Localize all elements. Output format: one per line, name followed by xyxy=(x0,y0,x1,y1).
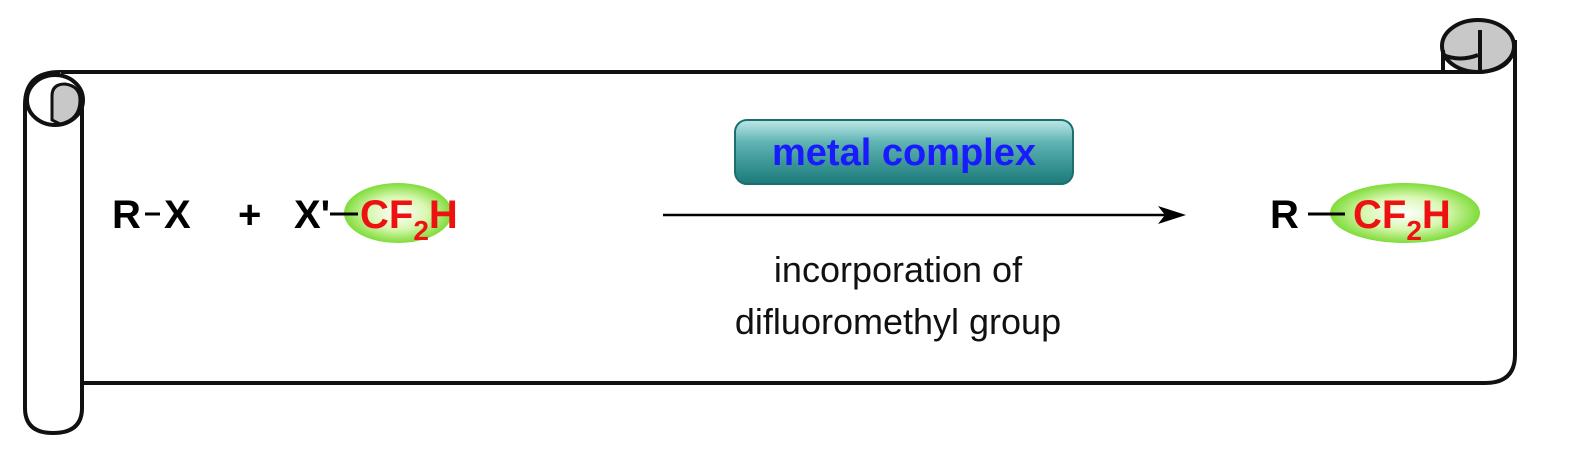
reagent-label: metal complex xyxy=(772,132,1036,174)
scroll-frame xyxy=(23,18,1517,436)
plus-sign: + xyxy=(238,193,261,237)
reagent-badge xyxy=(734,119,1074,185)
arrow-caption-line1: incorporation of xyxy=(774,249,1023,290)
reactant1-r: R xyxy=(112,193,141,237)
cf2h-highlight xyxy=(1330,183,1480,243)
reaction-arrow xyxy=(663,206,1186,224)
cf2h-highlight xyxy=(344,183,452,243)
reactant1-x: X xyxy=(164,193,191,237)
reactant2-group: CF2H xyxy=(360,193,458,246)
reactant2-x: X' xyxy=(294,193,330,237)
arrow-caption-line2: difluoromethyl group xyxy=(735,301,1061,342)
product-r: R xyxy=(1270,193,1299,237)
product-group: CF2H xyxy=(1353,193,1451,246)
